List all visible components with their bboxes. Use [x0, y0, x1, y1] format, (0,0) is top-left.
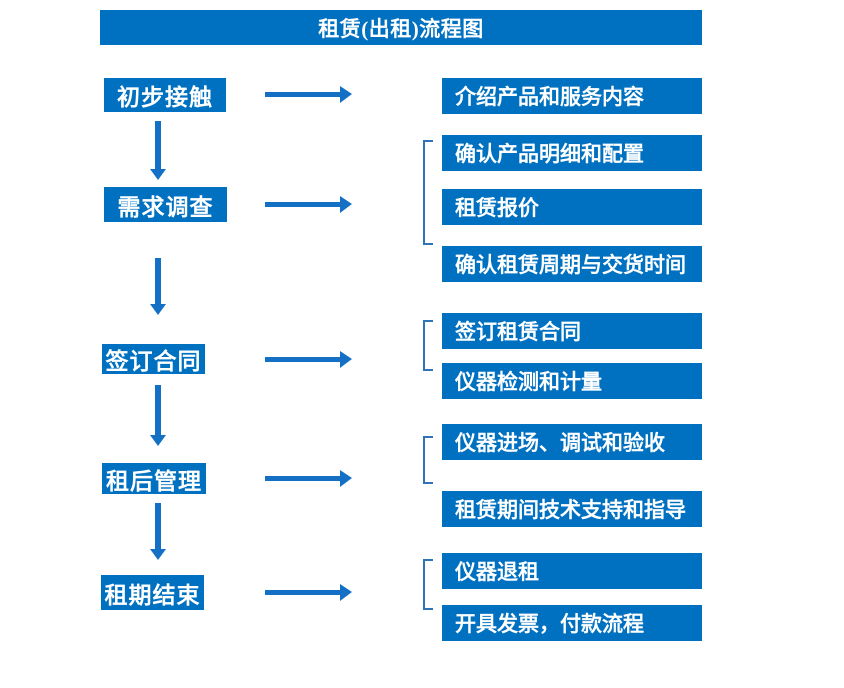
- right-arrow-2: [265, 196, 352, 213]
- step-initial-contact: 初步接触: [104, 78, 226, 112]
- detail-box: 确认产品明细和配置: [442, 135, 702, 171]
- down-arrow-head: [150, 549, 166, 560]
- down-arrow-shaft: [155, 385, 161, 435]
- step-demand-survey: 需求调查: [104, 187, 227, 222]
- detail-box: 仪器进场、调试和验收: [442, 424, 702, 460]
- right-arrow-head: [340, 470, 352, 487]
- down-arrow-3: [150, 385, 166, 446]
- right-arrow-shaft: [265, 92, 341, 97]
- detail-box: 确认租赁周期与交货时间: [442, 246, 702, 282]
- detail-box: 租赁期间技术支持和指导: [442, 491, 702, 527]
- down-arrow-shaft: [155, 121, 161, 169]
- right-arrow-head: [340, 196, 352, 213]
- down-arrow-head: [150, 169, 166, 180]
- right-arrow-head: [340, 584, 352, 601]
- step-sign-contract: 签订合同: [102, 344, 205, 374]
- detail-box: 介绍产品和服务内容: [442, 78, 702, 114]
- detail-box: 开具发票，付款流程: [442, 605, 702, 641]
- right-arrow-3: [265, 351, 352, 368]
- down-arrow-1: [150, 121, 166, 180]
- right-arrow-1: [265, 86, 352, 103]
- right-arrow-4: [265, 470, 352, 487]
- down-arrow-head: [150, 304, 166, 315]
- down-arrow-2: [150, 258, 166, 315]
- down-arrow-shaft: [155, 258, 161, 304]
- right-arrow-head: [340, 86, 352, 103]
- group-bracket-demand-survey: [423, 140, 433, 245]
- right-arrow-shaft: [265, 357, 341, 362]
- group-bracket-lease-end: [423, 559, 433, 610]
- detail-box: 仪器检测和计量: [442, 363, 702, 399]
- flowchart-title: 租赁(出租)流程图: [100, 10, 702, 45]
- right-arrow-shaft: [265, 590, 341, 595]
- detail-box: 签订租赁合同: [442, 313, 702, 349]
- detail-box: 仪器退租: [442, 553, 702, 589]
- right-arrow-shaft: [265, 202, 341, 207]
- right-arrow-head: [340, 351, 352, 368]
- down-arrow-4: [150, 503, 166, 560]
- group-bracket-sign-contract: [423, 320, 433, 371]
- down-arrow-shaft: [155, 503, 161, 549]
- right-arrow-shaft: [265, 476, 341, 481]
- detail-box: 租赁报价: [442, 189, 702, 225]
- down-arrow-head: [150, 435, 166, 446]
- group-bracket-post-rental: [423, 436, 433, 484]
- right-arrow-5: [265, 584, 352, 601]
- step-lease-end: 租期结束: [101, 575, 204, 610]
- step-post-rental-management: 租后管理: [102, 463, 206, 494]
